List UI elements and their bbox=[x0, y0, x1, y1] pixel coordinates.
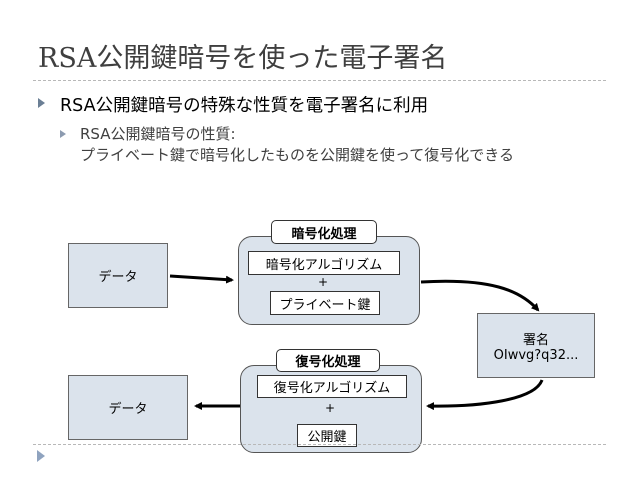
bullet-sub: RSA公開鍵暗号の性質: プライベート鍵で暗号化したものを公開鍵を使って復号化で… bbox=[80, 124, 610, 166]
public-key: 公開鍵 bbox=[297, 424, 357, 447]
slide-title: RSA公開鍵暗号を使った電子署名 bbox=[38, 43, 448, 74]
data-box-bottom: データ bbox=[68, 375, 188, 440]
signature-value: OIwvg?q32... bbox=[493, 347, 579, 363]
private-key: プライベート鍵 bbox=[270, 291, 380, 315]
decrypt-algorithm: 復号化アルゴリズム bbox=[257, 375, 407, 398]
nav-triangle-icon[interactable] bbox=[37, 450, 45, 462]
footer-divider bbox=[33, 444, 606, 445]
title-divider bbox=[33, 80, 606, 81]
bullet-sub-line2: プライベート鍵で暗号化したものを公開鍵を使って復号化できる bbox=[80, 146, 514, 164]
encrypt-plus: + bbox=[317, 275, 329, 289]
decrypt-plus: + bbox=[324, 401, 336, 415]
encrypt-tab: 暗号化処理 bbox=[271, 220, 377, 244]
bullet-main: RSA公開鍵暗号の特殊な性質を電子署名に利用 bbox=[60, 96, 429, 116]
decrypt-tab: 復号化処理 bbox=[276, 349, 380, 372]
bullet-triangle-icon bbox=[38, 98, 45, 108]
signature-box: 署名 OIwvg?q32... bbox=[477, 313, 595, 378]
bullet-triangle-icon bbox=[60, 130, 66, 138]
signature-label: 署名 bbox=[522, 332, 549, 348]
data-box-top: データ bbox=[68, 243, 168, 308]
encrypt-algorithm: 暗号化アルゴリズム bbox=[248, 251, 400, 275]
bullet-sub-line1: RSA公開鍵暗号の性質: bbox=[80, 125, 236, 143]
